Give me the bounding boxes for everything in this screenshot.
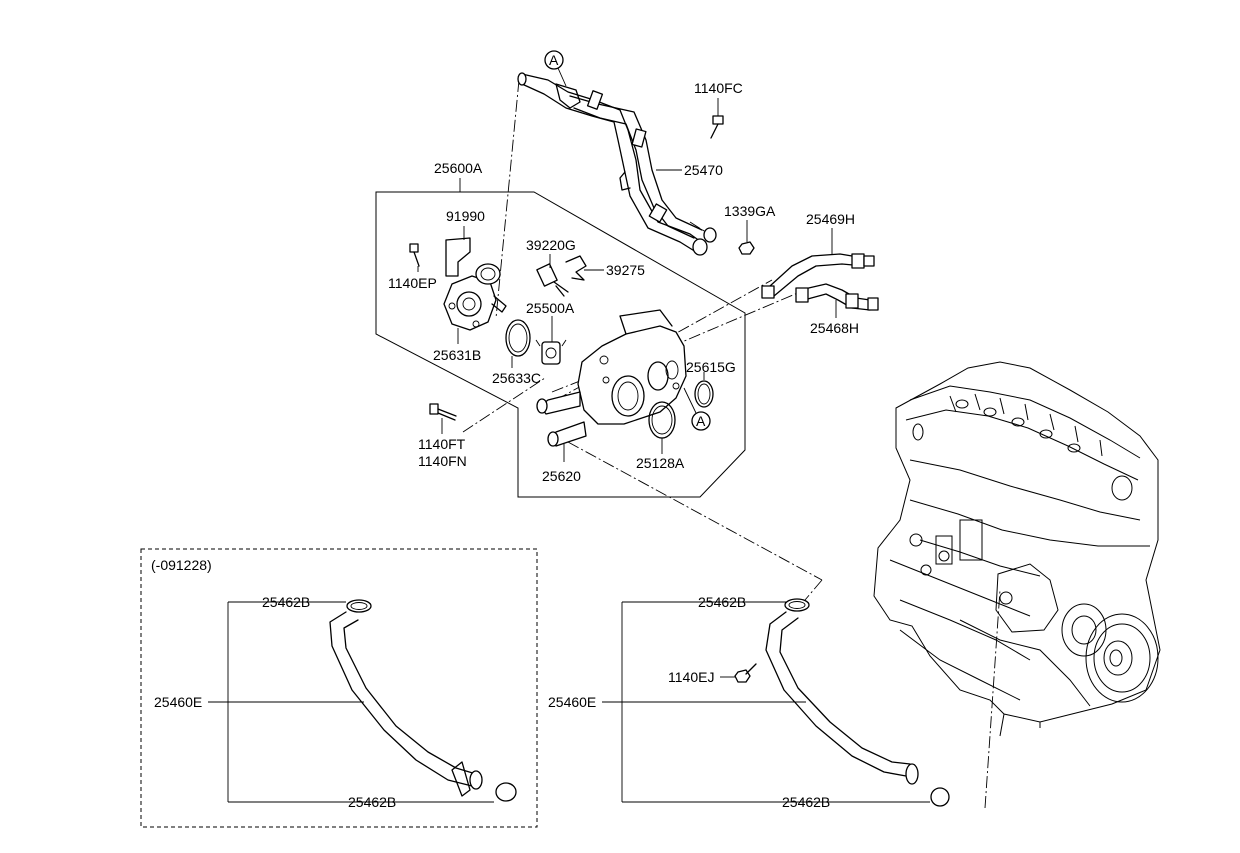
clip-39275: [565, 255, 604, 281]
label-left-25460E: 25460E: [154, 694, 202, 710]
ref-line: [984, 589, 1001, 809]
gasket-25128A: [648, 401, 676, 454]
label-25468H: 25468H: [810, 320, 859, 336]
label-right-bottom-25462B: 25462B: [782, 794, 830, 810]
label-25470: 25470: [684, 162, 723, 178]
label-1140FT: 1140FT: [418, 436, 466, 452]
gasket-25615G: [694, 372, 714, 408]
label-39220G: 39220G: [526, 237, 576, 253]
callout-a-top-text: A: [549, 52, 559, 68]
label-39275: 39275: [606, 262, 645, 278]
label-25600A: 25600A: [434, 160, 483, 176]
variant-box: [140, 548, 538, 828]
label-1140FN: 1140FN: [418, 453, 467, 469]
label-1339GA: 1339GA: [724, 203, 776, 219]
ref-line: [804, 579, 823, 601]
hose-25468H: [795, 283, 879, 318]
left-hose-25460E: [208, 599, 517, 803]
thermostat-25500A: [535, 316, 567, 365]
right-hose-25460E: [602, 598, 950, 807]
callout-a-mid-text: A: [696, 413, 706, 429]
variant-label: (-091228): [151, 557, 212, 573]
bolt-1140EJ: [720, 663, 757, 683]
label-25469H: 25469H: [806, 211, 855, 227]
label-1140EJ: 1140EJ: [668, 669, 714, 685]
label-25615G: 25615G: [686, 359, 736, 375]
label-left-top-25462B: 25462B: [262, 594, 310, 610]
label-left-bottom-25462B: 25462B: [348, 794, 396, 810]
label-25128A: 25128A: [636, 455, 685, 471]
callout-a-top: A: [544, 50, 567, 87]
ref-line: [567, 441, 823, 581]
bracket-91990: [445, 226, 471, 277]
ref-line: [462, 377, 546, 433]
label-25633C: 25633C: [492, 370, 541, 386]
label-91990: 91990: [446, 208, 485, 224]
callout-a-mid: A: [683, 387, 711, 431]
ref-line: [495, 79, 520, 319]
label-right-25460E: 25460E: [548, 694, 596, 710]
ref-line: [551, 374, 596, 393]
assembly-25600A-outline: [375, 191, 746, 498]
label-1140FC: 1140FC: [694, 80, 743, 96]
label-25620: 25620: [542, 468, 581, 484]
bolt-1140FC: [710, 98, 724, 139]
sensor-39220G: [536, 254, 569, 297]
gasket-25633C: [505, 319, 531, 368]
label-right-top-25462B: 25462B: [698, 594, 746, 610]
nut-1339GA: [738, 220, 755, 255]
label-25500A: 25500A: [526, 300, 575, 316]
heater-pipe-25470: [517, 72, 717, 256]
engine-illustration: [873, 361, 1161, 737]
thermostat-cover-25631B: [443, 263, 507, 344]
water-housing: [536, 309, 687, 447]
hose-25469H: [761, 228, 875, 299]
label-1140EP: 1140EP: [388, 275, 437, 291]
bolt-1140EP: [409, 243, 420, 272]
bolt-1140FT: [429, 403, 457, 434]
label-25631B: 25631B: [433, 347, 481, 363]
